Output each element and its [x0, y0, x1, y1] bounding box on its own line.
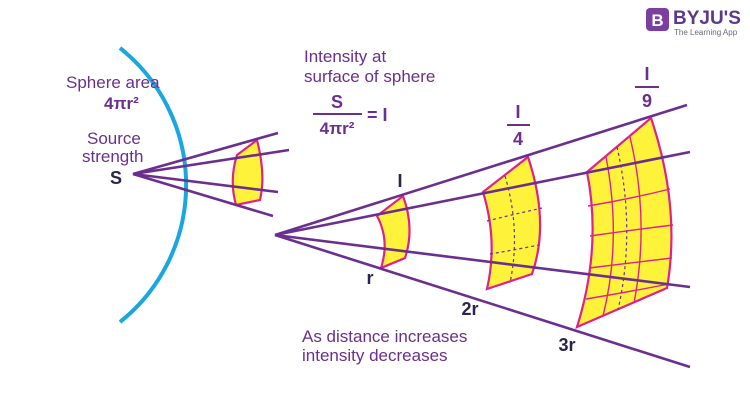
formula-result: = I — [367, 105, 388, 125]
patch1-intensity: I — [397, 171, 402, 191]
patch-distance-2r — [481, 155, 543, 291]
distance-r-label: r — [366, 268, 373, 288]
sphere-area-formula: 4πr² — [104, 94, 139, 113]
patch3-numerator: I — [644, 64, 649, 84]
patch-distance-r — [375, 194, 411, 270]
source-strength-line1: Source — [87, 129, 141, 148]
patch3-denominator: 9 — [642, 91, 652, 111]
formula-numerator: S — [331, 92, 343, 112]
source-symbol: S — [110, 168, 122, 188]
patch2-numerator: I — [515, 102, 520, 122]
sphere-surface-patch — [231, 138, 264, 207]
source-ray-3 — [132, 172, 279, 194]
logo-badge-letter: B — [651, 11, 663, 30]
byjus-logo: B BYJU'S The Learning App — [646, 8, 741, 37]
logo-tagline: The Learning App — [674, 28, 738, 37]
intensity-title-line2: surface of sphere — [304, 67, 435, 86]
source-ray-4 — [132, 172, 274, 218]
patch2-denominator: 4 — [513, 129, 523, 149]
caption-line2: intensity decreases — [302, 346, 448, 365]
patch-distance-3r — [575, 116, 674, 329]
logo-badge — [646, 8, 669, 31]
distance-3r-label: 3r — [558, 335, 575, 355]
source-ray-1 — [132, 131, 279, 176]
formula-denominator: 4πr² — [320, 119, 355, 138]
source-rays — [132, 131, 290, 218]
sphere-arc — [118, 46, 189, 324]
distance-rays — [274, 103, 691, 369]
distance-2r-label: 2r — [461, 299, 478, 319]
intensity-title-line1: Intensity at — [304, 47, 386, 66]
source-ray-2 — [132, 148, 290, 176]
distance-ray-3 — [274, 233, 691, 289]
source-strength-line2: strength — [82, 147, 143, 166]
caption-line1: As distance increases — [302, 327, 467, 346]
distance-ray-2 — [274, 150, 691, 237]
sphere-area-title: Sphere area — [66, 73, 160, 92]
distance-ray-1 — [274, 103, 688, 237]
logo-brand-text: BYJU'S — [673, 8, 741, 29]
distance-ray-4 — [274, 233, 691, 369]
